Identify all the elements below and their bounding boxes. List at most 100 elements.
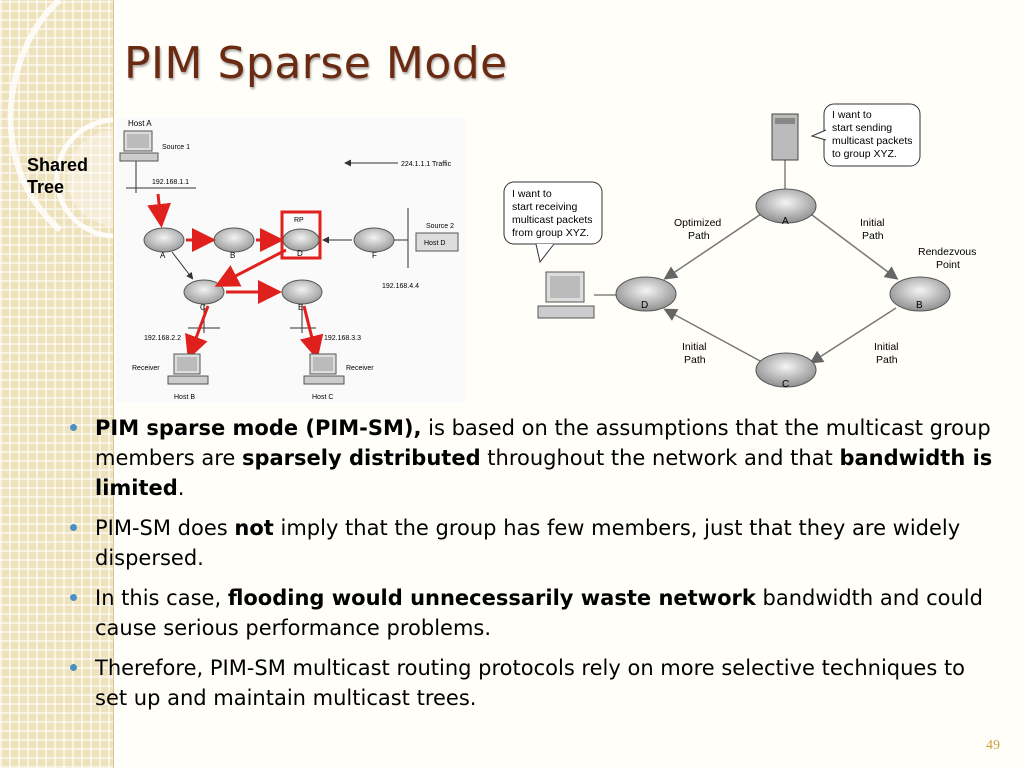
rendezvous-point-diagram: I want to start sending multicast packet…: [503, 103, 979, 390]
host-b-label: Host B: [174, 394, 195, 401]
rendezvous-line1: Rendezvous: [918, 246, 976, 258]
bullet-bold-run: not: [234, 516, 274, 540]
send-speech-bubble: [810, 103, 921, 167]
optimized-path-line2: Path: [688, 230, 710, 242]
send-bubble-line1: I want to: [832, 109, 872, 121]
shared-tree-diagram: Host A Source 1 192.168.1.1 224.1.1.1 Tr…: [116, 118, 466, 403]
source1-label: Source 1: [162, 144, 190, 151]
receiver-left-label: Receiver: [132, 365, 160, 372]
receiver-right-label: Receiver: [346, 365, 374, 372]
receive-bubble-line1: I want to: [512, 188, 552, 200]
left-router-e-label: E: [298, 303, 303, 312]
send-bubble-line4: to group XYZ.: [832, 148, 897, 160]
shared-tree-label-line2: Tree: [27, 177, 65, 197]
host-c-computer-icon: [303, 353, 345, 385]
bullet-text-run: PIM-SM does: [95, 516, 235, 540]
left-router-a-label: A: [160, 251, 166, 260]
right-router-c-icon: [755, 352, 817, 388]
shared-tree-label: Shared Tree: [27, 154, 117, 198]
initial-path-top-line1: Initial: [860, 217, 885, 229]
left-router-d-icon: [282, 228, 320, 252]
bullet-bold-run: sparsely distributed: [241, 446, 481, 470]
initial-path-br-line1: Initial: [874, 341, 899, 353]
right-router-b-icon: [889, 276, 951, 312]
decorative-sidebar: [0, 0, 114, 768]
rendezvous-line2: Point: [936, 259, 960, 271]
receive-speech-bubble: [503, 181, 603, 264]
bullet-bold-run: PIM sparse mode (PIM-SM),: [95, 416, 422, 440]
receiver-computer-icon: [537, 271, 595, 319]
left-router-f-label: F: [372, 251, 377, 260]
host-c-label: Host C: [312, 394, 333, 401]
ip-192-168-2-2-label: 192.168.2.2: [144, 335, 181, 342]
send-bubble-text: I want to start sending multicast packet…: [832, 109, 915, 160]
source2-label: Source 2: [426, 223, 454, 230]
host-d-label: Host D: [424, 240, 445, 247]
initial-path-top-line2: Path: [862, 230, 884, 242]
right-router-d-icon: [615, 276, 677, 312]
bullet-text-run: In this case,: [95, 586, 228, 610]
right-router-b-label: B: [916, 300, 923, 311]
initial-path-br-line2: Path: [876, 354, 898, 366]
left-router-c-label: C: [200, 303, 206, 312]
bullet-text: PIM sparse mode (PIM-SM), is based on th…: [95, 416, 992, 500]
receive-bubble-line4: from group XYZ.: [512, 227, 589, 239]
rp-label: RP: [294, 217, 304, 224]
initial-path-bottom-right-label: Initial Path: [874, 341, 901, 366]
ip-192-168-1-1-label: 192.168.1.1: [152, 179, 189, 186]
send-bubble-line3: multicast packets: [832, 135, 913, 147]
bullet-text-run: bandwidth and could cause serious perfor…: [95, 586, 983, 640]
bullet-text-run: .: [177, 476, 185, 500]
left-router-b-label: B: [230, 251, 235, 260]
initial-path-top-label: Initial Path: [860, 217, 887, 242]
rendezvous-point-label: Rendezvous Point: [918, 246, 979, 271]
slide-title: PIM Sparse Mode: [124, 38, 508, 89]
sidebar-swirl-graphic: [7, 0, 113, 239]
initial-path-bl-line1: Initial: [682, 341, 707, 353]
shared-tree-label-line1: Shared: [27, 155, 89, 175]
host-d-computer-icon: [415, 232, 459, 252]
ip-192-168-3-3-label: 192.168.3.3: [324, 335, 361, 342]
bullet-item: PIM-SM does not imply that the group has…: [70, 513, 1000, 573]
right-router-a-icon: [755, 188, 817, 224]
server-icon: [771, 113, 799, 161]
bullet-text-run: throughout the network and that: [480, 446, 840, 470]
receive-bubble-line3: multicast packets: [512, 214, 593, 226]
right-router-d-label: D: [641, 300, 648, 311]
bullet-item: Therefore, PIM-SM multicast routing prot…: [70, 653, 1000, 713]
left-router-e-icon: [281, 279, 323, 305]
host-a-computer-icon: [119, 130, 159, 162]
receive-bubble-line2: start receiving: [512, 201, 578, 213]
bullet-list: PIM sparse mode (PIM-SM), is based on th…: [70, 413, 1000, 723]
bullet-text-run: imply that the group has few members, ju…: [95, 516, 961, 570]
host-a-label: Host A: [128, 119, 152, 128]
bullet-bold-run: flooding would unnecessarily waste netwo…: [227, 586, 756, 610]
bullet-dot-icon: [70, 424, 77, 431]
receive-bubble-text: I want to start receiving multicast pack…: [512, 188, 595, 239]
bullet-dot-icon: [70, 594, 77, 601]
left-router-a-icon: [143, 227, 185, 253]
bullet-text: PIM-SM does not imply that the group has…: [95, 516, 960, 570]
bullet-dot-icon: [70, 524, 77, 531]
right-router-c-label: C: [782, 379, 789, 390]
bullet-bold-run: bandwidth is limited: [95, 446, 993, 500]
left-router-d-label: D: [297, 249, 303, 258]
initial-path-bl-line2: Path: [684, 354, 706, 366]
bullet-item: PIM sparse mode (PIM-SM), is based on th…: [70, 413, 1000, 503]
optimized-path-label: Optimized Path: [674, 217, 724, 242]
left-router-c-icon: [183, 279, 225, 305]
optimized-path-line1: Optimized: [674, 217, 721, 229]
bullet-text-run: is based on the assumptions that the mul…: [95, 416, 991, 470]
initial-path-bottom-left-label: Initial Path: [682, 341, 709, 366]
left-router-f-icon: [353, 227, 395, 253]
send-bubble-line2: start sending: [832, 122, 892, 134]
right-router-a-label: A: [782, 216, 789, 227]
traffic-label: 224.1.1.1 Traffic: [401, 161, 452, 168]
ip-192-168-4-4-label: 192.168.4.4: [382, 283, 419, 290]
bullet-text: In this case, flooding would unnecessari…: [95, 586, 983, 640]
host-b-computer-icon: [167, 353, 209, 385]
bullet-dot-icon: [70, 664, 77, 671]
left-router-b-icon: [213, 227, 255, 253]
bullet-text-run: Therefore, PIM-SM multicast routing prot…: [95, 656, 966, 710]
page-number: 49: [986, 738, 1000, 753]
